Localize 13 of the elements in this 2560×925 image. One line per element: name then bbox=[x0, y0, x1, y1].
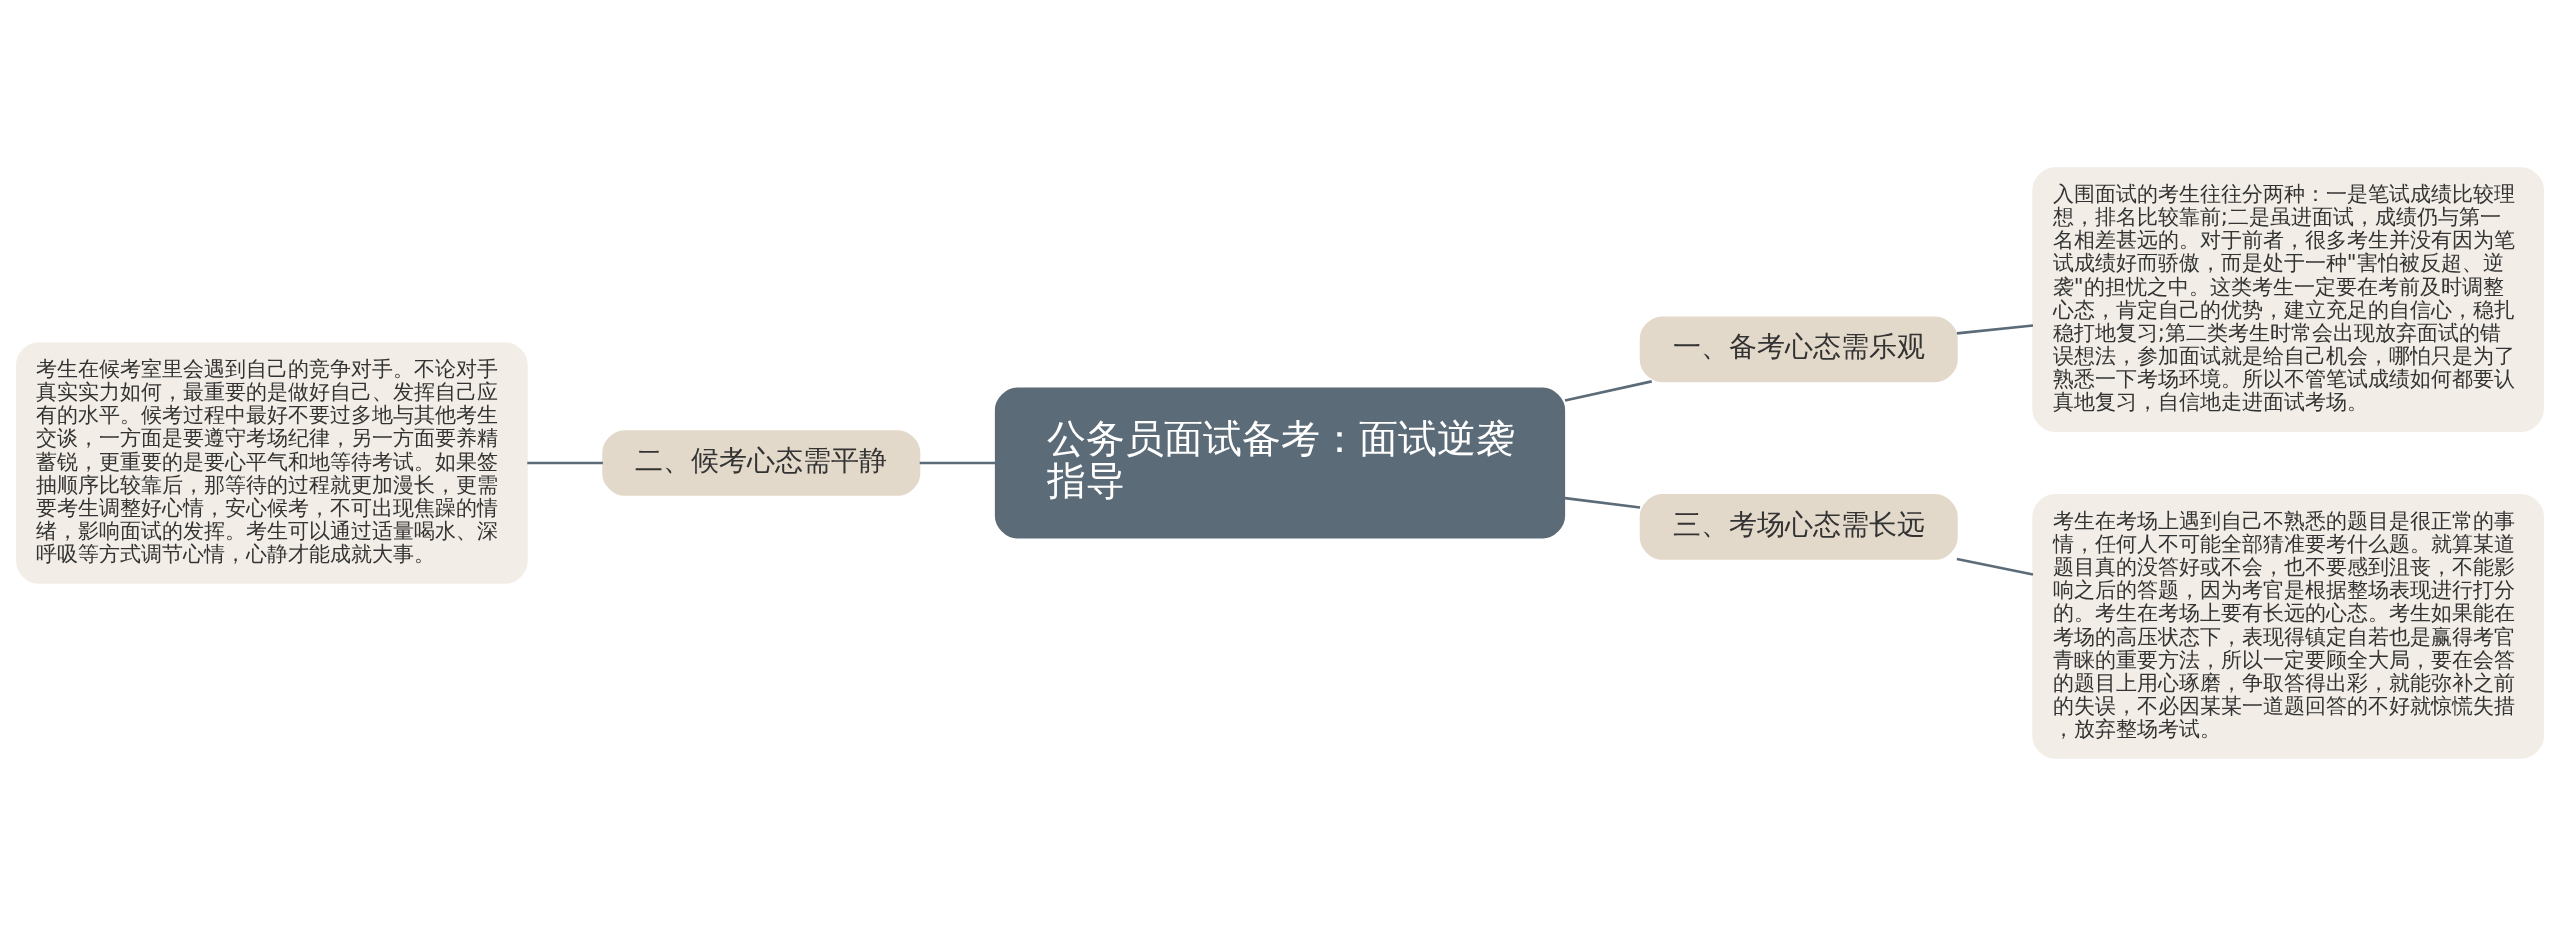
connector bbox=[1956, 557, 2034, 576]
node-box: 入围面试的考生往往分两种：一是笔试成绩比较理想，排名比较靠前;二是虽进面试，成绩仍与第一名相差甚远的。对于前者，很多考生并没有因为笔试成绩好而骄傲，而是处于一种"害怕被反超、逆袭"的担忧之中。这类考生一定要在考前及时调整心态，肯定自己的优势，建立充足的自信心，稳扎稳打地复习;第二类考生时常会出现放弃面试的错误想法，参加面试就是给自己机会，哪怕只是为了熟悉一下考场环境。所以不管笔试成绩如何都要认真地复习，自信地走进面试考场。 bbox=[2032, 166, 2544, 432]
node-box: 考生在考场上遇到自己不熟悉的题目是很正常的事情，任何人不可能全部猜准要考什么题。就算某道题目真的没答好或不会，也不要感到沮丧，不能影响之后的答题，因为考官是根据整场表现进行打分的。考生在考场上要有长远的心态。考生如果能在考场的高压状态下，表现得镇定自若也是赢得考官青睐的重要方法，所以一定要顾全大局，要在会答的题目上用心琢磨，争取答得出彩，就能弥补之前的失误，不必因某某一道题回答的不好就惊慌失措，放弃整场考试。 bbox=[2032, 493, 2544, 759]
connector bbox=[919, 461, 996, 464]
connector bbox=[1564, 379, 1652, 402]
node-box: 公务员面试备考：面试逆袭指导 bbox=[994, 387, 1566, 538]
connector bbox=[1564, 496, 1641, 509]
node-box: 三、考场心态需长远 bbox=[1639, 493, 1958, 560]
node-box: 二、候考心态需平静 bbox=[602, 429, 921, 496]
node-box: 一、备考心态需乐观 bbox=[1639, 315, 1958, 382]
node-box: 考生在候考室里会遇到自己的竞争对手。不论对手真实实力如何，最重要的是做好自己、发挥自己应有的水平。候考过程中最好不要过多地与其他考生交谈，一方面是要遵守考场纪律，另一方面要养精蓄锐，更重要的是要心平气和地等待考试。如果签抽顺序比较靠后，那等待的过程就更加漫长，更需要考生调整好心情，安心候考，不可出现焦躁的情绪，影响面试的发挥。考生可以通过适量喝水、深呼吸等方式调节心情，心静才能成就大事。 bbox=[16, 341, 528, 584]
connector bbox=[527, 461, 603, 464]
connector bbox=[1956, 323, 2034, 335]
